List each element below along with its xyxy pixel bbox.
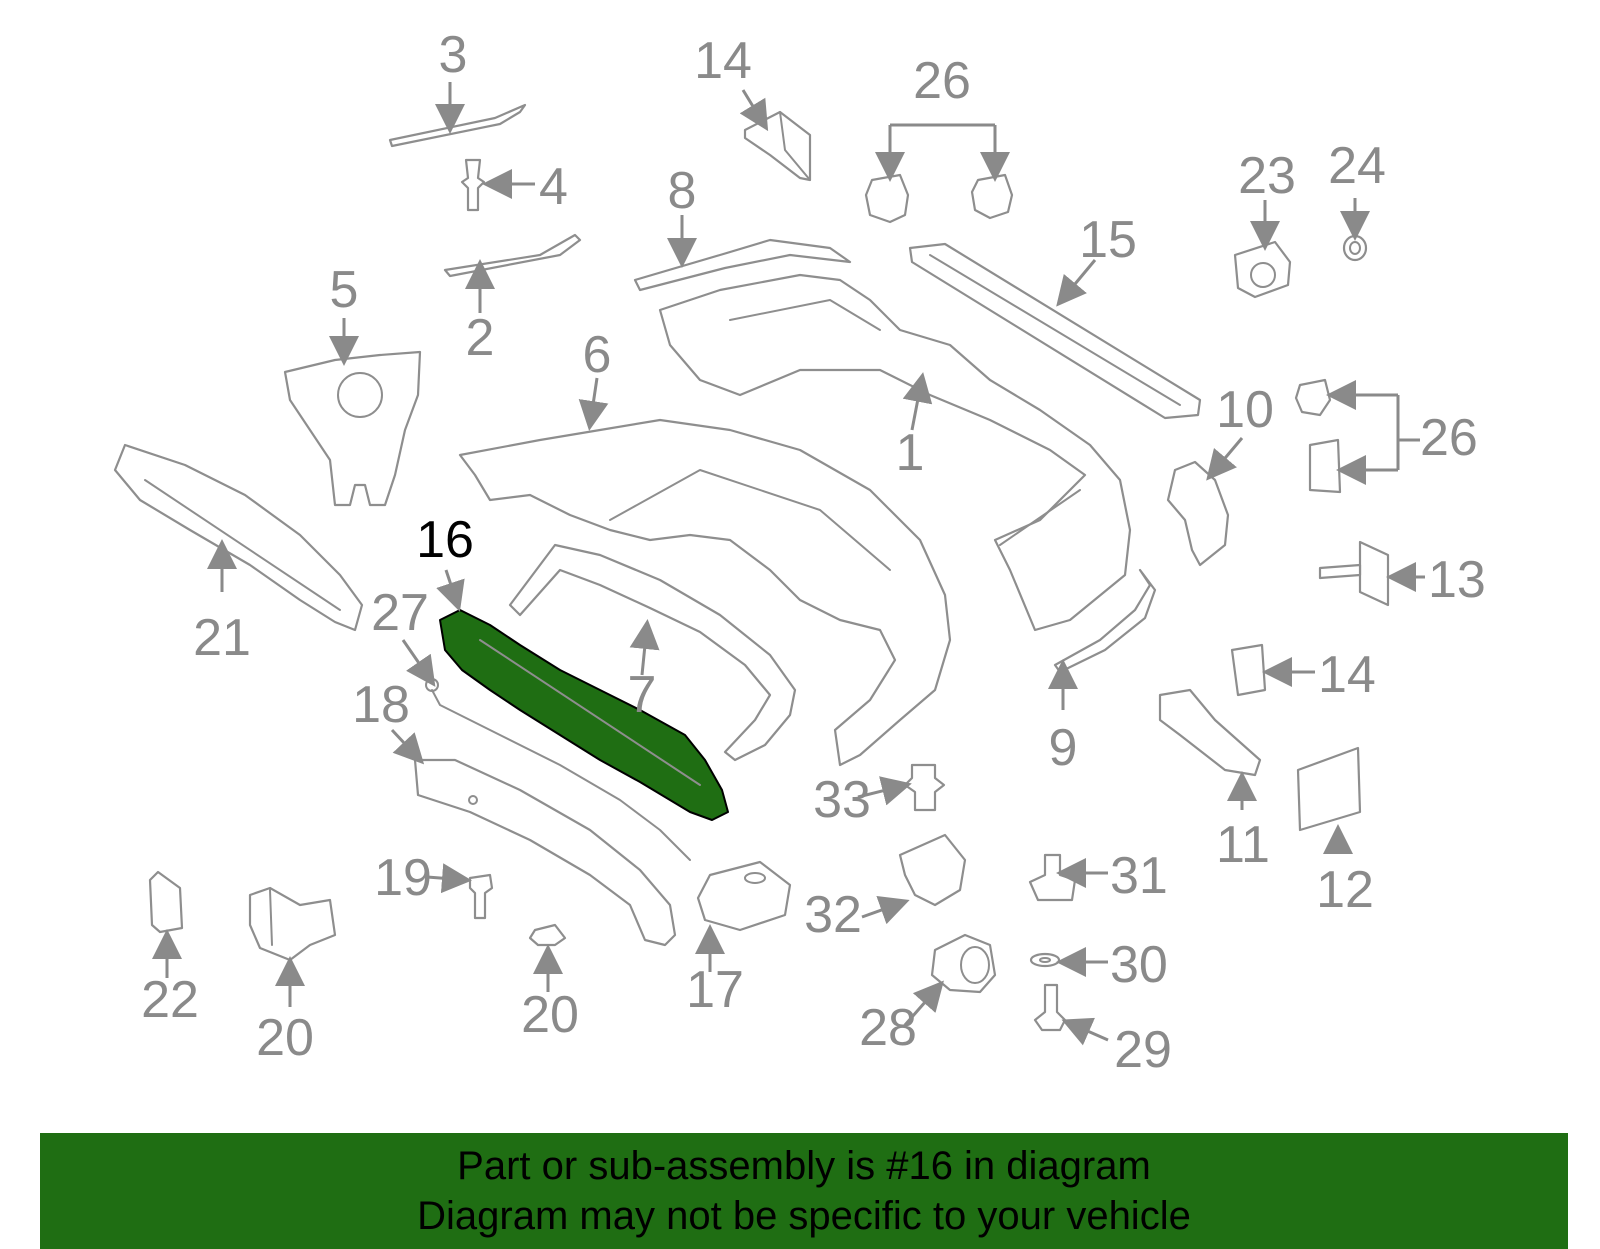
- label-18: 18: [352, 676, 410, 734]
- part-22-plate: [148, 870, 184, 934]
- part-15-step-plate: [908, 242, 1202, 420]
- label-5: 5: [330, 261, 359, 319]
- label-25: 24: [1328, 137, 1386, 195]
- part-5-bracket: [283, 350, 422, 507]
- part-14-bracket-top: [743, 110, 812, 182]
- part-16-highlighted: [439, 609, 729, 821]
- label-14-right: 14: [1318, 646, 1376, 704]
- part-18-reinforcement: [413, 758, 677, 947]
- part-11-bracket: [1158, 688, 1262, 777]
- part-23-absorber: [113, 443, 364, 632]
- label-21: 20: [256, 1009, 314, 1067]
- label-27: 27: [371, 584, 429, 642]
- label-1: 1: [896, 424, 925, 482]
- part-21-bracket: [248, 886, 337, 962]
- banner-line-2: Diagram may not be specific to your vehi…: [417, 1194, 1191, 1238]
- part-2-trim-strip: [443, 233, 582, 278]
- part-28-sensor-housing: [930, 933, 997, 994]
- part-26-clips-right: [1294, 378, 1342, 494]
- label-24: 23: [1238, 147, 1296, 205]
- part-8-molding: [633, 238, 852, 292]
- part-31-nut: [1028, 853, 1077, 902]
- label-29: 29: [1114, 1021, 1172, 1079]
- part-4-clip: [460, 158, 486, 212]
- label-6: 6: [583, 326, 612, 384]
- label-17: 17: [686, 961, 744, 1019]
- label-33: 33: [813, 771, 871, 829]
- label-22: 22: [141, 971, 199, 1029]
- label-2: 2: [466, 309, 495, 367]
- label-8: 8: [668, 162, 697, 220]
- label-13: 13: [1428, 551, 1486, 609]
- info-banner: Part or sub-assembly is #16 in diagram D…: [40, 1133, 1568, 1249]
- callout-labels: 3 4 2 5 14 26 8 15 23 24 6 1 10 26 13 16…: [141, 26, 1486, 1079]
- part-32-bracket: [898, 833, 967, 907]
- label-23: 21: [193, 609, 251, 667]
- part-1-bumper-cover: [658, 273, 1132, 632]
- banner-line-1: Part or sub-assembly is #16 in diagram: [457, 1144, 1151, 1188]
- part-3-trim-strip: [388, 103, 527, 148]
- label-32: 32: [804, 886, 862, 944]
- label-26-top: 26: [913, 52, 971, 110]
- label-4: 4: [539, 158, 568, 216]
- part-10-bracket: [1166, 460, 1230, 567]
- label-3: 3: [439, 26, 468, 84]
- label-19: 19: [374, 849, 432, 907]
- part-6-lower-cover: [458, 418, 952, 767]
- label-20: 20: [521, 986, 579, 1044]
- label-15: 15: [1079, 211, 1137, 269]
- label-16: 16: [416, 511, 474, 569]
- part-29-bolt: [1033, 983, 1067, 1032]
- label-26-right: 26: [1420, 409, 1478, 467]
- label-7: 7: [628, 666, 657, 724]
- part-25-grommet: [1342, 234, 1368, 262]
- label-12: 12: [1316, 861, 1374, 919]
- label-30: 30: [1110, 936, 1168, 994]
- part-33-clip: [903, 763, 946, 812]
- label-14-top: 14: [694, 32, 752, 90]
- part-30-washer: [1029, 952, 1061, 968]
- part-26-clips-top: [864, 173, 1014, 224]
- part-12-plate: [1296, 746, 1362, 832]
- parts-diagram: 3 4 2 5 14 26 8 15 23 24 6 1 10 26 13 16…: [113, 26, 1486, 1079]
- part-20-clip: [528, 923, 567, 947]
- label-28: 28: [859, 999, 917, 1057]
- part-24-sensor: [1233, 240, 1292, 299]
- label-31: 31: [1110, 847, 1168, 905]
- part-19-screw: [468, 873, 494, 920]
- leader-arrows: [152, 82, 1425, 1046]
- part-17-block: [696, 860, 792, 932]
- part-7-frame: [508, 543, 797, 762]
- label-9: 9: [1049, 719, 1078, 777]
- label-10: 10: [1216, 381, 1274, 439]
- part-14-bracket-right: [1230, 643, 1267, 697]
- label-11: 11: [1216, 816, 1270, 874]
- part-13-pin: [1318, 540, 1390, 607]
